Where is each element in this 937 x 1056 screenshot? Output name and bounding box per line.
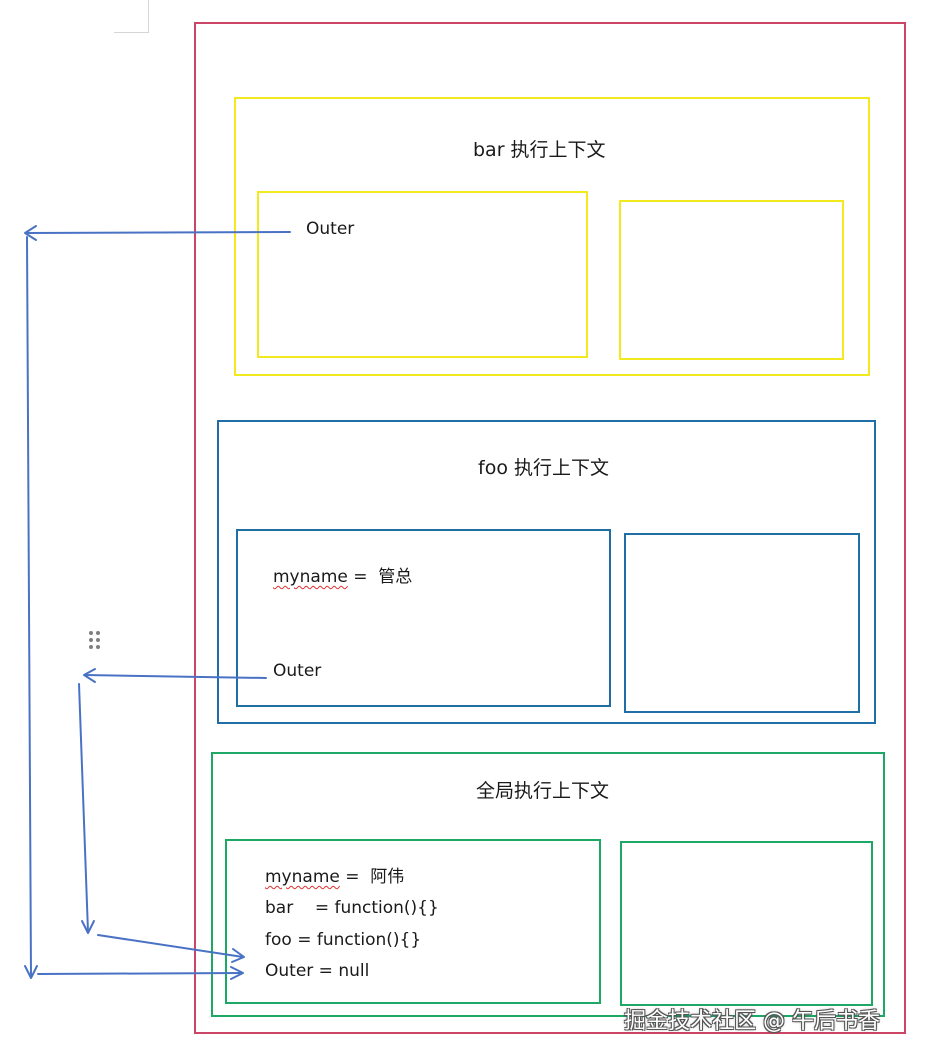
- foo-variable-env-box: [236, 529, 611, 707]
- foo-outer-label: Outer: [273, 661, 322, 681]
- call-stack-frame: [194, 22, 906, 1034]
- foo-outer-descender-head: [81, 920, 95, 934]
- global-variable-env-box: [225, 839, 601, 1004]
- bar-lexical-env-box: [619, 200, 844, 360]
- global-context-title: 全局执行上下文: [476, 780, 610, 802]
- page-corner-mark: [114, 0, 149, 33]
- global-myname-value: = 阿伟: [339, 867, 405, 887]
- bar-context-title: bar 执行上下文: [473, 139, 606, 161]
- drag-handle-icon[interactable]: [88, 631, 102, 651]
- foo-context-title: foo 执行上下文: [478, 457, 609, 479]
- global-bar-line: bar = function(){}: [265, 898, 439, 918]
- foo-outer-descender: [78, 683, 89, 933]
- global-lexical-env-box: [620, 841, 873, 1006]
- bar-outer-descender-head: [24, 965, 38, 979]
- global-myname-line: myname = 阿伟: [265, 869, 404, 886]
- bar-variable-env-box: [257, 191, 588, 358]
- bar-outer-arrow-head: [24, 225, 37, 241]
- foo-context-box: [217, 420, 876, 724]
- global-foo-line: foo = function(){}: [265, 930, 422, 950]
- global-myname-key: myname: [265, 867, 340, 887]
- foo-myname-value: = 管总: [347, 567, 413, 587]
- bar-outer-label: Outer: [306, 219, 355, 239]
- foo-lexical-env-box: [624, 533, 860, 713]
- foo-myname-line: myname = 管总: [273, 569, 412, 586]
- global-outer-line: Outer = null: [265, 961, 370, 981]
- bar-context-box: [234, 97, 870, 376]
- bar-outer-descender: [26, 236, 32, 978]
- global-context-box: [211, 752, 885, 1017]
- foo-outer-arrow-head: [83, 668, 96, 683]
- foo-myname-key: myname: [273, 567, 348, 587]
- watermark: 掘金技术社区 @ 午后书香: [624, 1009, 880, 1034]
